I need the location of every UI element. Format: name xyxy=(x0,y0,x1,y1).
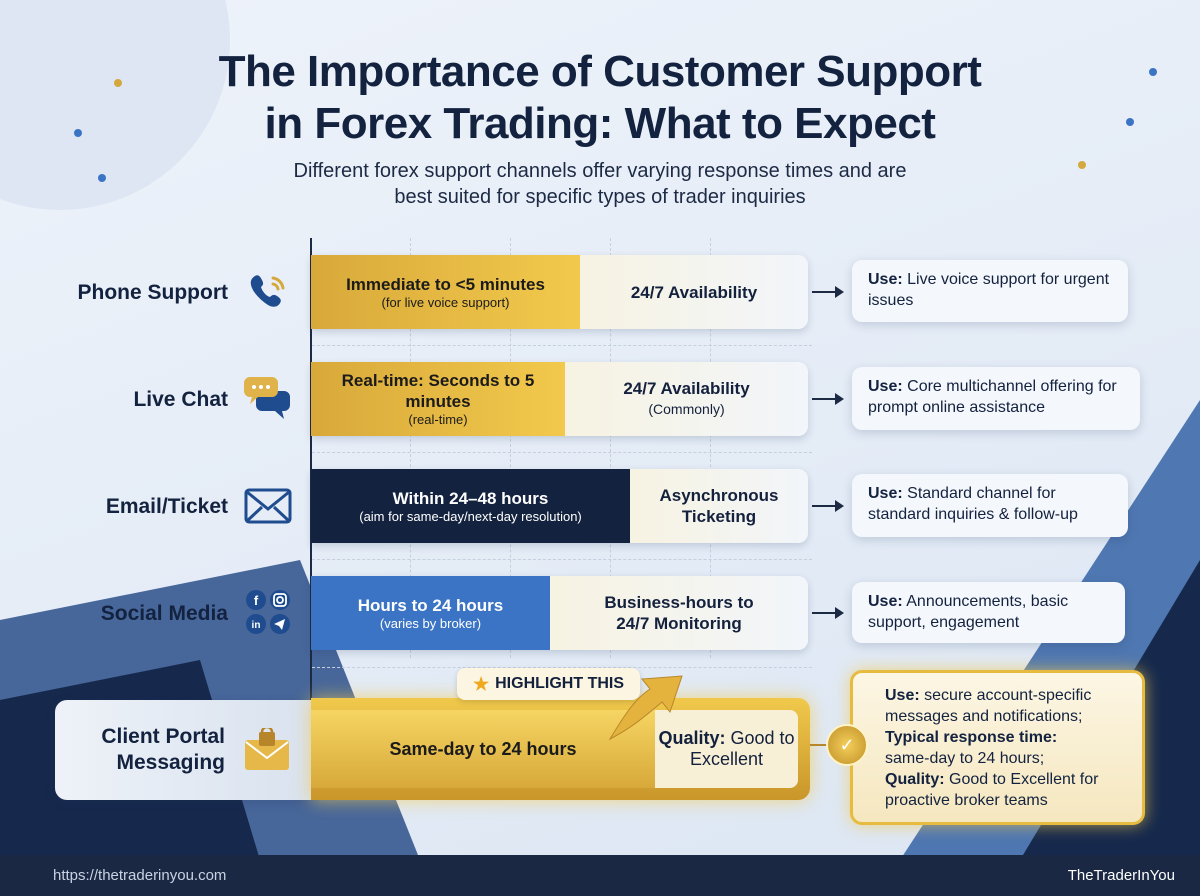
channel-label-social-media: Social Media xyxy=(100,602,228,625)
response-bar-email: Within 24–48 hours(aim for same-day/next… xyxy=(311,469,808,543)
use-text: Announcements, basic support, engagement xyxy=(868,593,1069,631)
response-note: (for live voice support) xyxy=(381,294,510,310)
use-box-client-portal: Use: secure account-specific messages an… xyxy=(850,670,1145,825)
channel-label-phone: Phone Support xyxy=(77,281,229,304)
use-text: Live voice support for urgent issues xyxy=(868,271,1110,309)
availability-phone: 24/7 Availability xyxy=(580,255,808,329)
grid-line xyxy=(312,452,812,453)
response-note: (varies by broker) xyxy=(379,615,482,631)
envelope-icon xyxy=(244,482,292,530)
response-text: Real-time: Seconds to 5 minutes xyxy=(341,371,535,411)
locked-envelope-icon xyxy=(243,725,291,777)
availability-email: Asynchronous Ticketing xyxy=(630,469,808,543)
use-box-email: Use: Standard channel for standard inqui… xyxy=(852,474,1128,537)
response-note: (real-time) xyxy=(408,412,468,427)
response-bar-live-chat: Real-time: Seconds to 5 minutes(real-tim… xyxy=(311,362,808,436)
quality-label: Quality: xyxy=(885,771,945,788)
use-text: secure account-specific messages and not… xyxy=(885,687,1092,725)
footer-url-link[interactable]: https://thetraderinyou.com xyxy=(53,867,227,884)
availability-text: 24/7 Availability xyxy=(623,379,750,398)
curved-arrow-icon xyxy=(608,675,683,741)
response-bar-client-portal: Same-day to 24 hours Quality: Good to Ex… xyxy=(311,698,810,800)
use-label: Use: xyxy=(868,378,903,395)
response-text: Hours to 24 hours xyxy=(357,595,504,615)
title-line-2: in Forex Trading: What to Expect xyxy=(264,99,936,148)
quality-value: Good to Excellent xyxy=(689,728,795,769)
footer-brand: TheTraderInYou xyxy=(1067,867,1175,884)
label-line: Client Portal xyxy=(101,725,225,748)
use-box-live-chat: Use: Core multichannel offering for prom… xyxy=(852,367,1140,430)
use-label: Use: xyxy=(868,271,903,288)
social-icons: f in xyxy=(244,588,292,636)
availability-text: Business-hours to 24/7 Monitoring xyxy=(604,593,754,633)
svg-text:in: in xyxy=(252,620,261,631)
channel-label-email: Email/Ticket xyxy=(105,495,228,518)
response-time-social-media: Hours to 24 hours(varies by broker) xyxy=(311,576,550,650)
title-line-1: The Importance of Customer Support xyxy=(218,47,982,96)
channel-label-live-chat: Live Chat xyxy=(133,388,228,411)
response-time-client-portal: Same-day to 24 hours xyxy=(311,710,655,788)
grid-line xyxy=(312,345,812,346)
highlight-tag: ★ HIGHLIGHT THIS xyxy=(457,668,640,700)
use-text: Standard channel for standard inquiries … xyxy=(868,485,1078,523)
use-box-social-media: Use: Announcements, basic support, engag… xyxy=(852,582,1125,643)
typical-label: Typical response time: xyxy=(885,729,1058,746)
grid-line xyxy=(312,559,812,560)
label-line: Messaging xyxy=(116,751,225,774)
grid-line xyxy=(510,238,511,658)
grid-line xyxy=(410,238,411,658)
arrow-icon xyxy=(812,607,844,619)
availability-live-chat: 24/7 Availability (Commonly) xyxy=(565,362,808,436)
subtitle-line-1: Different forex support channels offer v… xyxy=(293,160,907,182)
use-box-phone: Use: Live voice support for urgent issue… xyxy=(852,260,1128,322)
availability-text: Asynchronous Ticketing xyxy=(659,486,779,526)
availability-text: 24/7 Availability xyxy=(630,282,758,302)
quality-label: Quality: xyxy=(658,728,726,748)
grid-line xyxy=(710,238,711,658)
response-time-phone: Immediate to <5 minutes(for live voice s… xyxy=(311,255,580,329)
response-note: (aim for same-day/next-day resolution) xyxy=(359,508,582,524)
grid-line xyxy=(312,667,812,668)
subtitle-line-2: best suited for specific types of trader… xyxy=(394,186,806,208)
response-text: Immediate to <5 minutes xyxy=(346,274,545,294)
availability-social-media: Business-hours to 24/7 Monitoring xyxy=(550,576,808,650)
chat-bubbles-icon xyxy=(244,374,292,422)
quality-client-portal: Quality: Good to Excellent xyxy=(655,710,798,788)
star-icon: ★ xyxy=(472,673,490,694)
award-badge-icon: ✓ xyxy=(826,724,868,766)
quality-text: Quality: Good to Excellent xyxy=(655,728,798,770)
arrow-icon xyxy=(812,500,844,512)
quality-text: Good to Excellent for proactive broker t… xyxy=(885,771,1099,809)
response-time-email: Within 24–48 hours(aim for same-day/next… xyxy=(311,469,630,543)
use-text: Core multichannel offering for prompt on… xyxy=(868,378,1117,416)
use-label: Use: xyxy=(868,593,903,610)
highlight-text: HIGHLIGHT THIS xyxy=(495,675,625,692)
svg-text:f: f xyxy=(254,593,259,608)
response-time-live-chat: Real-time: Seconds to 5 minutes(real-tim… xyxy=(311,362,565,436)
typical-text: same-day to 24 hours; xyxy=(885,750,1045,767)
response-bar-social-media: Hours to 24 hours(varies by broker) Busi… xyxy=(311,576,808,650)
subtitle: Different forex support channels offer v… xyxy=(0,158,1200,210)
phone-icon xyxy=(244,268,292,316)
response-bar-phone: Immediate to <5 minutes(for live voice s… xyxy=(311,255,808,329)
response-text: Same-day to 24 hours xyxy=(389,738,577,759)
response-text: Within 24–48 hours xyxy=(392,488,549,508)
grid-line xyxy=(610,238,611,658)
arrow-icon xyxy=(812,286,844,298)
footer: https://thetraderinyou.com TheTraderInYou xyxy=(0,855,1200,896)
arrow-icon xyxy=(812,393,844,405)
use-label: Use: xyxy=(885,687,920,704)
availability-note: (Commonly) xyxy=(648,401,725,417)
connector-line xyxy=(810,744,840,746)
use-label: Use: xyxy=(868,485,903,502)
